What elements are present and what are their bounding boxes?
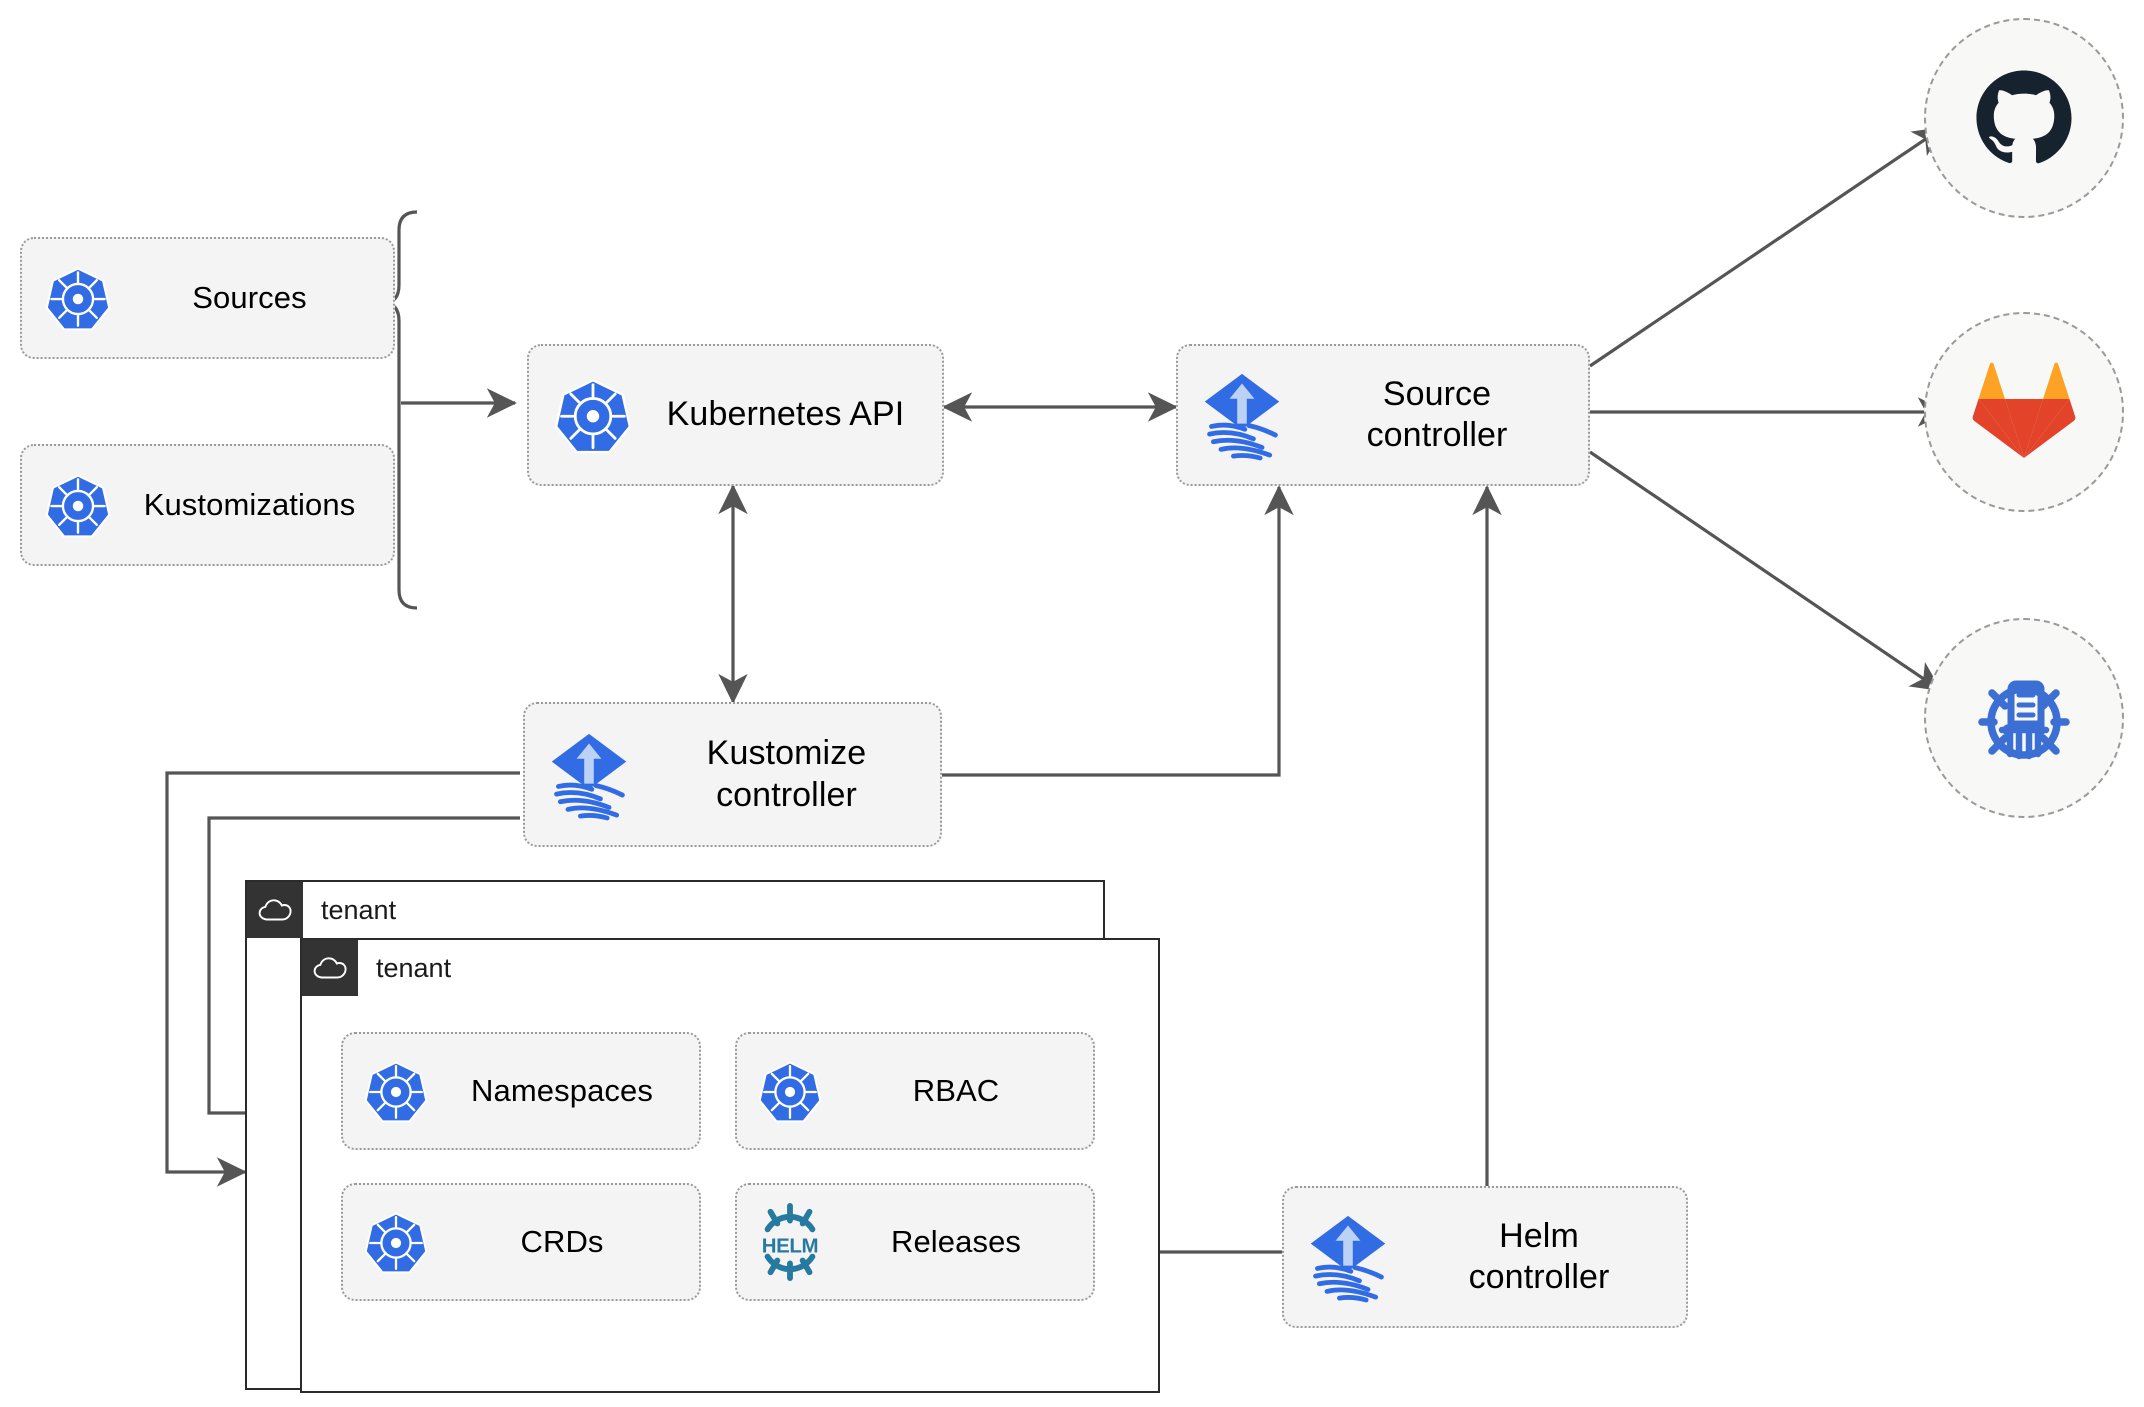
node-label: Kustomize controller — [706, 734, 867, 814]
provider-github[interactable] — [1924, 18, 2124, 218]
tenant-container-inner: tenant — [300, 938, 1160, 1393]
node-releases[interactable]: HELM Releases — [735, 1183, 1095, 1301]
node-sources[interactable]: Sources — [20, 237, 395, 359]
node-kustomizations[interactable]: Kustomizations — [20, 444, 395, 566]
node-kubernetes-api[interactable]: Kubernetes API — [527, 344, 944, 486]
edge-kustomizectrl-tenant-outer — [165, 771, 520, 1187]
flux-icon — [1188, 370, 1296, 461]
cloud-icon — [302, 940, 358, 996]
cloud-icon — [247, 882, 303, 938]
kubernetes-icon — [543, 376, 643, 454]
node-rbac[interactable]: RBAC — [735, 1032, 1095, 1150]
provider-helm-repository[interactable] — [1924, 618, 2124, 818]
node-label: Namespaces — [471, 1073, 653, 1109]
kubernetes-icon — [36, 472, 120, 538]
tenant-label: tenant — [376, 952, 452, 983]
edge-kustomizectrl-sourcectrl — [942, 485, 1294, 777]
node-source-controller[interactable]: Source controller — [1176, 344, 1590, 486]
node-label: CRDs — [520, 1224, 604, 1260]
edge-sourcectrl-github — [1589, 126, 1944, 368]
flux-icon — [535, 730, 643, 820]
node-kustomize-controller[interactable]: Kustomize controller — [523, 702, 942, 847]
helm-icon: HELM — [749, 1202, 831, 1282]
node-label: Kustomizations — [143, 487, 356, 523]
node-crds[interactable]: CRDs — [341, 1183, 701, 1301]
node-helm-controller[interactable]: Helm controller — [1282, 1186, 1688, 1328]
flux-icon — [1294, 1212, 1402, 1303]
node-label: Source controller — [1366, 374, 1508, 454]
helm-repository-icon — [1968, 662, 2080, 774]
svg-text:HELM: HELM — [762, 1235, 818, 1258]
tenant-label: tenant — [321, 894, 397, 925]
tenant-header: tenant — [247, 882, 396, 938]
kubernetes-icon — [749, 1059, 831, 1123]
edge-sourcectrl-helmrepo — [1589, 450, 1942, 692]
kubernetes-icon — [355, 1210, 437, 1274]
node-label: Kubernetes API — [666, 395, 905, 434]
node-namespaces[interactable]: Namespaces — [341, 1032, 701, 1150]
kubernetes-icon — [355, 1059, 437, 1123]
tenant-header: tenant — [302, 940, 451, 996]
node-label: Sources — [192, 280, 307, 316]
node-label: RBAC — [912, 1073, 1000, 1109]
provider-gitlab[interactable] — [1924, 312, 2124, 512]
gitlab-icon — [1971, 362, 2077, 462]
node-label: Helm controller — [1468, 1216, 1610, 1296]
kubernetes-icon — [36, 265, 120, 331]
node-label: Releases — [890, 1224, 1022, 1260]
github-icon — [1970, 64, 2078, 172]
